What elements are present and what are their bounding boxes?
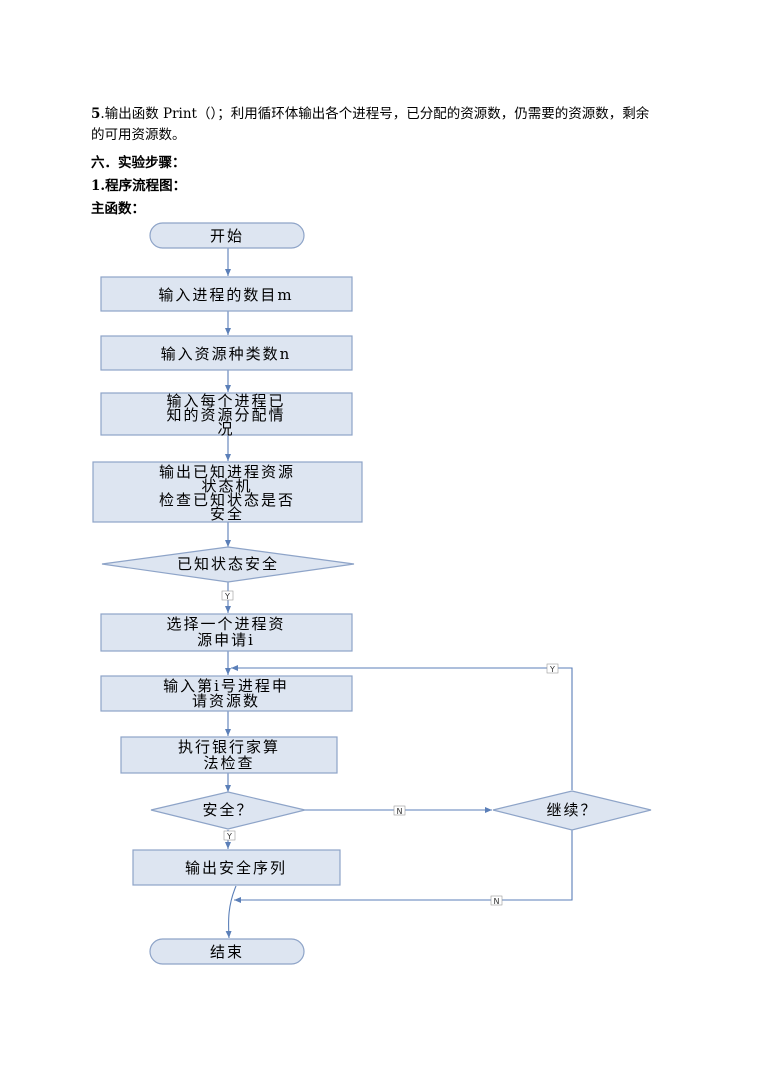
end-label: 结束 [210,943,244,961]
tag-box-safe-yes [223,830,236,841]
decision-known-state-safe [101,546,355,583]
tag-safe-no: N [397,807,403,816]
paragraph-body: .输出函数 Print（）；利用循环体输出各个进程号，已分配的资源数，仍需要的资… [91,106,650,143]
input-request-box [100,675,353,712]
input-allocation-line-2: 知的资源分配情 [166,406,285,424]
flowchart-heading-number: 1. [91,178,106,194]
paragraph-print-function: 5.输出函数 Print（）；利用循环体输出各个进程号，已分配的资源数，仍需要的… [91,104,651,146]
decision-known-state-safe-label: 已知状态安全 [177,555,279,573]
output-state-line-3: 检查已知状态是否 [159,491,295,509]
banker-check-line-2: 法检查 [203,754,254,772]
start-label: 开始 [210,227,244,245]
input-allocation-line-1: 输入每个进程已 [166,392,285,410]
banker-check-line-1: 执行银行家算 [178,738,280,756]
input-allocation-line-3: 况 [217,420,234,438]
decision-safe-label: 安全？ [202,801,253,819]
connectors [225,247,573,939]
input-resource-types-box [100,335,353,371]
tag-continue-no: N [494,897,500,906]
branch-labels: Y Y N Y N [221,590,559,906]
tag-continue-yes: Y [549,665,555,674]
decision-safe [150,791,306,830]
output-state-line-4: 安全 [210,505,244,523]
select-process-line-2: 源申请i [197,631,255,649]
decision-continue-label: 继续？ [546,801,597,819]
output-state-box [92,461,363,523]
select-process-box [100,613,353,652]
input-process-count-label: 输入进程的数目m [158,286,293,304]
tag-safe-yes: Y [226,832,232,841]
input-process-count-box [100,276,353,312]
section-heading-steps: 六．实验步骤： [91,155,186,171]
input-request-line-1: 输入第i号进程申 [163,677,289,695]
main-function-heading: 主函数： [91,201,145,217]
paragraph-number: 5 [91,106,101,122]
arrow-output-to-end [225,885,237,939]
tag-box-known-yes [221,590,234,601]
select-process-line-1: 选择一个进程资 [166,615,285,633]
output-safe-sequence-label: 输出安全序列 [185,859,287,877]
end-terminal [149,938,305,965]
flowchart-heading: 1.程序流程图： [91,176,186,197]
arrow-continue-no-to-end [234,830,573,903]
tag-box-safe-no [393,805,406,816]
tag-box-continue-no [490,895,503,906]
input-allocation-box [100,392,353,436]
decision-continue [492,790,652,831]
flowchart-heading-label: 程序流程图： [105,178,187,194]
tag-known-yes: Y [224,592,230,601]
output-state-line-1: 输出已知进程资源 [159,463,295,481]
tag-box-continue-yes [546,663,559,674]
banker-check-box [120,736,338,774]
arrow-continue-yes-loop [231,665,573,790]
input-resource-types-label: 输入资源种类数n [161,345,292,363]
output-state-line-2: 状态机 [201,477,252,495]
output-safe-sequence-box [132,849,341,886]
input-request-line-2: 请资源数 [192,692,260,710]
start-terminal [149,222,305,249]
